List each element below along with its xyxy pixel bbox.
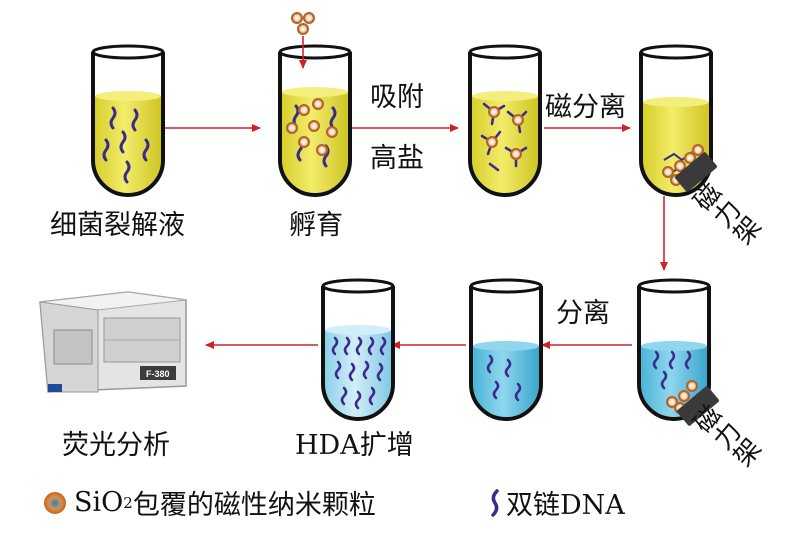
- legend-dna: 双链DNA: [488, 483, 625, 522]
- legend-particle-subscript: 2: [123, 493, 133, 512]
- tube-incubate: [278, 44, 352, 197]
- tube-lysate: [91, 44, 165, 197]
- particle-addition: [291, 12, 315, 35]
- label-hda-amplification: HDA扩增: [295, 430, 414, 461]
- nanoparticles: [286, 98, 338, 156]
- label-high-salt: 高盐: [370, 143, 424, 174]
- label-separate: 分离: [556, 298, 610, 329]
- legend-dna-text: 双链DNA: [506, 490, 625, 521]
- dna-strands: [102, 106, 150, 184]
- legend-particle-text: 包覆的磁性纳米颗粒: [132, 490, 376, 521]
- magnet-bottom: [677, 386, 719, 426]
- label-fluorescence-analysis: 荧光分析: [62, 430, 170, 461]
- instrument-model: F-380: [146, 369, 170, 379]
- label-incubate: 孵育: [289, 210, 343, 241]
- dna-strand-icon: [491, 488, 499, 517]
- label-adsorb: 吸附: [370, 82, 424, 113]
- label-magnetic-separation: 磁分离: [545, 92, 626, 123]
- nanoparticle-icon: [44, 491, 66, 514]
- tube-hda: [321, 278, 395, 421]
- fluorometer: F-380: [39, 291, 187, 393]
- label-lysate: 细菌裂解液: [50, 210, 185, 241]
- legend-particle-prefix: SiO: [74, 487, 124, 518]
- tube-adsorbed: [468, 44, 542, 197]
- tube-eluted: [469, 278, 543, 421]
- magnet-top: [675, 152, 717, 192]
